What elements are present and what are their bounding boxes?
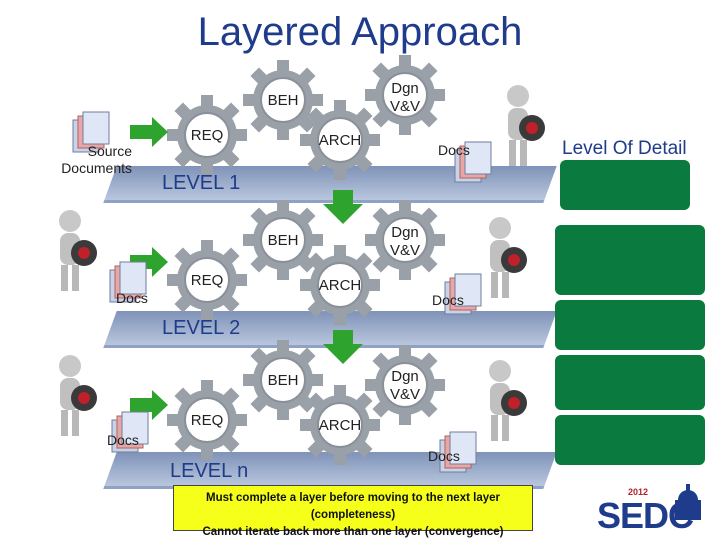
beh-label-2: BEH xyxy=(267,232,299,249)
arch-label-n: ARCH xyxy=(318,417,362,434)
detail-bar-level-1 xyxy=(560,160,690,210)
arch-label-1: ARCH xyxy=(318,132,362,149)
level-of-detail-label: Level Of Detail xyxy=(562,138,687,159)
note-line-2: Cannot iterate back more than one layer … xyxy=(202,526,504,538)
beh-label-n: BEH xyxy=(267,372,299,389)
req-label-n: REQ xyxy=(190,412,224,429)
beh-label-1: BEH xyxy=(267,92,299,109)
rules-note: Must complete a layer before moving to t… xyxy=(173,485,533,538)
dgn-label-2: Dgn V&V xyxy=(389,224,420,259)
dgn-label-1: Dgn V&V xyxy=(389,80,420,115)
source-documents-label: Source Documents xyxy=(61,143,132,176)
detail-bar-2 xyxy=(555,225,705,295)
docs-out-label-1: Docs xyxy=(438,142,470,158)
arch-label-2: ARCH xyxy=(318,277,362,294)
detail-bar-4 xyxy=(555,355,705,410)
req-label-1: REQ xyxy=(190,127,224,144)
req-label-2: REQ xyxy=(190,272,224,289)
docs-out-label-2: Docs xyxy=(432,292,464,308)
detail-bar-5 xyxy=(555,415,705,465)
logo-year: 2012 xyxy=(628,487,649,497)
page-title: Layered Approach xyxy=(197,10,523,54)
sedc-logo-icon xyxy=(675,484,701,520)
detail-bar-3 xyxy=(555,300,705,350)
docs-in-label-2: Docs xyxy=(116,290,148,306)
dgn-label-n: Dgn V&V xyxy=(389,368,420,403)
sedc-logo: SEDC xyxy=(597,495,694,536)
level-1-label: LEVEL 1 xyxy=(162,172,241,194)
level-2-label: LEVEL 2 xyxy=(162,317,241,339)
docs-in-label-n: Docs xyxy=(107,432,139,448)
level-n-label: LEVEL n xyxy=(170,460,249,482)
docs-out-label-n: Docs xyxy=(428,448,460,464)
note-line-1: Must complete a layer before moving to t… xyxy=(206,492,500,521)
